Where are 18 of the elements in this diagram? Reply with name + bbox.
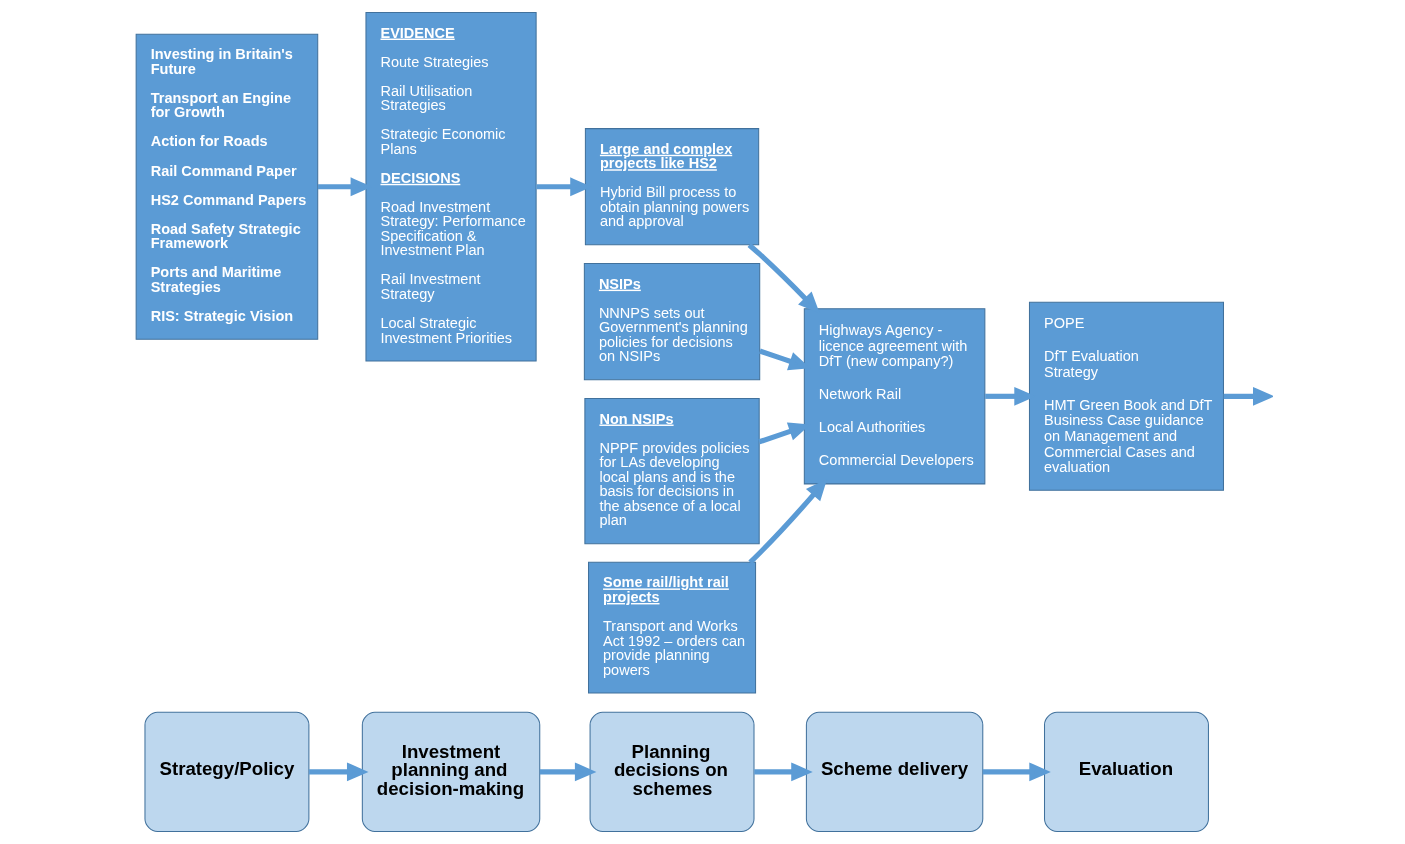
node-box: Planning decisions on schemes <box>589 711 755 833</box>
node-box: Strategy/Policy <box>144 711 310 833</box>
node-box: EVIDENCE Route Strategies Rail Utilisation Strategies Strategic Economic Plans DECISIONS Road Investment Strategy: Performance Specification & Investment Plan Rail Investment Strategy Local Strategic Investment Priorities <box>365 11 537 362</box>
node-box: Highways Agency - licence agreement with DfT (new company?) Network Rail Local Authorities Commercial Developers <box>803 308 986 485</box>
arrow <box>309 762 369 782</box>
node-box: NSIPs NNNPS sets out Government's planning policies for decisions on NSIPs <box>583 263 761 381</box>
arrow <box>982 762 1051 782</box>
node-box: Investing in Britain's Future Transport an Engine for Growth Action for Roads Rail Command Paper HS2 Command Papers Road Safety Strategic Framework Ports and Maritime Strategies RIS: Strategic Vision <box>135 33 319 340</box>
arrow <box>754 762 813 782</box>
arrow <box>539 762 597 782</box>
node-box: Large and complex projects like HS2 Hybrid Bill process to obtain planning powers and approval <box>584 128 760 246</box>
node-box: Non NSIPs NPPF provides policies for LAs developing local plans and is the basis for decisions in the absence of a local plan <box>584 397 760 545</box>
node-box: Scheme delivery <box>805 711 984 833</box>
node-box: Evaluation <box>1044 711 1209 833</box>
node-box: Investment planning and decision-making <box>361 711 541 833</box>
node-box: Some rail/light rail projects Transport and Works Act 1992 – orders can provide planning powers <box>588 561 757 694</box>
arrow <box>1223 386 1273 406</box>
node-box: POPE DfT Evaluation Strategy HMT Green Book and DfT Business Case guidance on Management and Commercial Cases and evaluation <box>1028 301 1224 491</box>
